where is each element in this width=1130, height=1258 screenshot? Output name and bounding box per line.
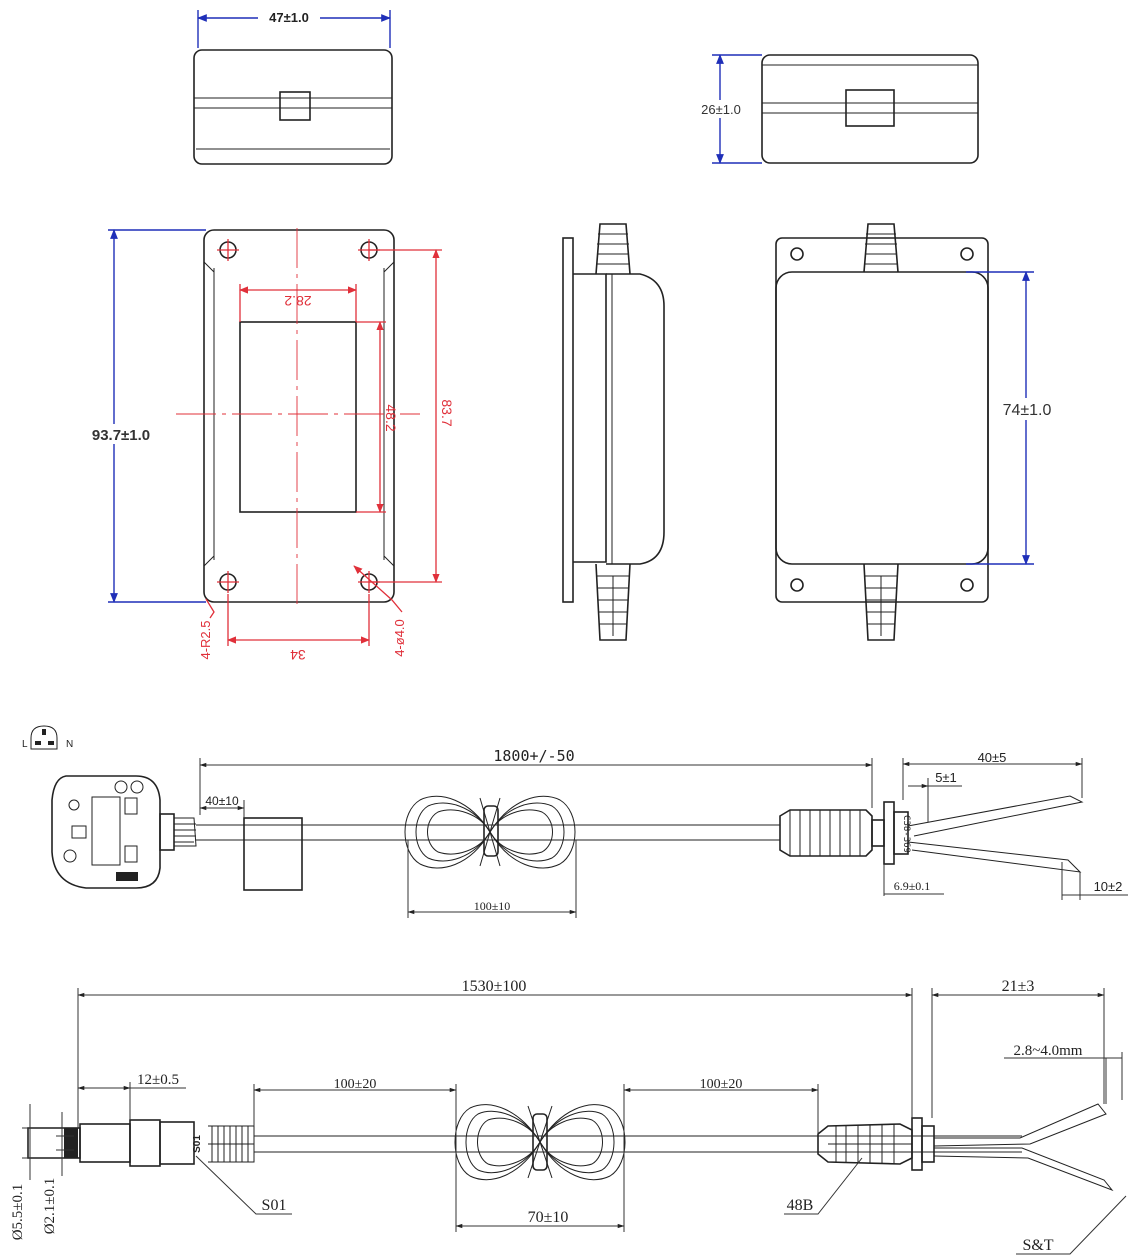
mounting-hole [790,578,804,592]
bottom-strain-relief [863,563,899,641]
housing-profile [606,273,665,565]
cable-coil [454,1104,626,1181]
dc-cable-drawing: S01 1530±100 21±3 [10,978,1127,1255]
label-mask [992,398,1062,420]
plug-marking: S01 [192,1135,203,1153]
lead-wire-bottom [907,841,1082,873]
leads-callout-leader [1016,1195,1127,1255]
latch-tab [845,89,895,127]
uk-mains-plug [51,775,197,889]
strip-label: 5±1 [935,770,957,785]
lead-wire-top [933,1103,1107,1147]
label-window [239,321,357,513]
flange-plate [775,237,989,603]
plug-callout: S01 [262,1197,287,1214]
window-height-label: 48.2 [383,404,399,431]
plug-pin-icon: L N [22,725,73,750]
base-step [573,273,607,563]
housing-outline [193,49,393,165]
label-mask [84,424,160,444]
flange-plate [203,229,395,603]
dc-total-length-label: 1530±100 [462,978,527,995]
width-label: 47±1.0 [269,10,309,25]
dc-coil-label: 70±10 [528,1209,569,1226]
label-sleeve [243,817,303,891]
top-view-left: 47±1.0 [193,9,393,165]
hole-pitch-vertical-label: 83.7 [439,399,455,426]
radius-leader [205,598,215,619]
lead-wire-bottom [933,1147,1114,1192]
top-view-right: 26±1.0 [694,54,979,164]
label-mask [694,100,748,118]
corner-radius-label: 4-R2.5 [198,620,213,659]
top-strain-relief [863,223,899,273]
strain-relief-ribs [596,233,630,265]
top-strain-relief [595,223,631,275]
mounting-hole [960,247,974,261]
dc-strain-relief [817,1117,935,1171]
segment-right-label: 100±20 [700,1077,743,1092]
ac-cable-drawing: L N [22,725,1128,918]
plug-length-label: 12±0.5 [137,1072,179,1088]
latch-tab [279,91,311,121]
height-label: 26±1.0 [701,102,741,117]
ac-total-length-label: 1800+/-50 [493,747,574,765]
label-mask [258,9,320,26]
tip-label: 10±2 [1094,879,1123,894]
plug-offset-label: 40±10 [205,794,239,808]
plug-callout-leader [195,1155,292,1215]
hole-diameter-label: 4-ø4.0 [392,619,407,657]
body-step [203,261,395,567]
cable-coil [404,795,576,869]
back-view: 74±1.0 [775,223,1062,641]
lead-length-label: 40±5 [978,750,1007,765]
strain-relief-ribs [864,233,898,265]
bushing-label: 6.9±0.1 [894,879,931,893]
inner-diameter-label: Ø2.1±0.1 [42,1178,58,1235]
window-width-label: 28.2 [284,293,311,309]
mounting-hole [960,578,974,592]
housing-outline [761,54,979,164]
outer-diameter-label: Ø5.5±0.1 [10,1184,26,1241]
pin-label-n: N [66,739,73,750]
ac-strain-relief: C38-369 [779,801,911,865]
strain-relief-callout: 48B [787,1197,814,1214]
bottom-strain-relief [595,563,631,641]
housing-body [775,271,989,565]
front-view: 93.7±1.0 28.2 48.2 83.7 34 [84,228,455,663]
hole-pitch-horizontal-label: 34 [290,647,306,663]
dc-strip-label: 2.8~4.0mm [1014,1043,1083,1059]
mounting-hole [790,247,804,261]
lead-wire-top [907,795,1084,837]
dc-lead-length-label: 21±3 [1002,978,1035,995]
ac-coil-label: 100±10 [474,899,511,913]
strain-relief-callout-leader [784,1157,863,1215]
body-height-label: 74±1.0 [1003,402,1052,419]
flange-edge [562,237,574,603]
hole-leader [353,565,403,613]
leads-callout: S&T [1022,1237,1053,1254]
segment-left-label: 100±20 [334,1077,377,1092]
side-view [562,223,665,641]
overall-height-label: 93.7±1.0 [92,427,150,444]
bushing-marking: C38-369 [901,815,911,853]
pin-label-l: L [22,739,28,750]
